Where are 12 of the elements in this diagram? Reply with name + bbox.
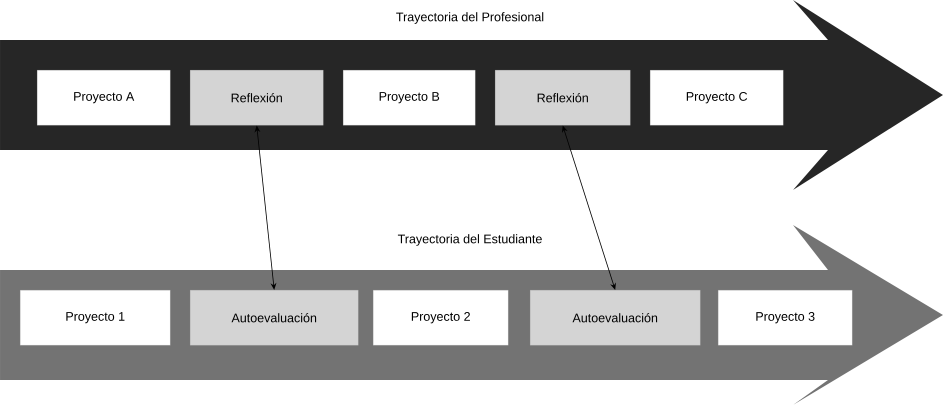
- band-heading: Trayectoria del Profesional: [396, 12, 544, 24]
- project-box: Proyecto B: [343, 70, 476, 126]
- reflection-box: Reflexión: [190, 70, 324, 126]
- band-heading: Trayectoria del Estudiante: [398, 234, 542, 246]
- project-box: Proyecto 1: [20, 290, 170, 346]
- reflection-box: Autoevaluación: [190, 290, 358, 346]
- project-box: Proyecto C: [650, 70, 784, 126]
- reflection-box: Reflexión: [495, 70, 630, 126]
- project-box: Proyecto 2: [373, 290, 508, 346]
- reflection-box: Autoevaluación: [530, 290, 700, 346]
- project-box: Proyecto A: [37, 70, 170, 126]
- project-box: Proyecto 3: [718, 290, 852, 346]
